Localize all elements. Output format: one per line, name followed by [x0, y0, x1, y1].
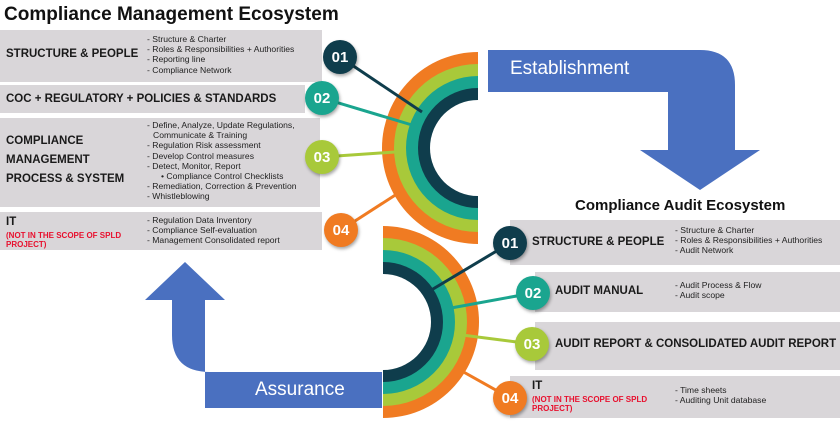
row-heading: IT (NOT IN THE SCOPE OF SPLD PROJECT) — [6, 213, 146, 249]
row-heading: STRUCTURE & PEOPLE — [532, 236, 665, 248]
establishment-label: Establishment — [510, 58, 630, 79]
row-heading: AUDIT MANUAL — [555, 285, 644, 297]
row-items: - Audit Process & Flow - Audit scope — [675, 280, 761, 300]
list-item: - Audit Network — [675, 245, 734, 256]
row-heading: AUDIT REPORT & CONSOLIDATED AUDIT REPORT — [555, 338, 837, 350]
list-item: - Compliance Network — [147, 64, 232, 75]
heading-text: IT — [532, 380, 543, 392]
list-item: • Compliance Control Checklists — [161, 171, 284, 182]
list-item: - Audit Process & Flow — [675, 280, 762, 290]
list-item: - Roles & Responsibilities + Authorities — [147, 44, 295, 55]
audit-badge-02: 02 — [516, 276, 550, 310]
list-item: - Audit scope — [675, 290, 725, 301]
list-item: - Reporting line — [147, 54, 206, 65]
row-heading: COC + REGULATORY + POLICIES & STANDARDS — [6, 93, 277, 105]
row-heading: IT (NOT IN THE SCOPE OF SPLD PROJECT) — [532, 377, 662, 413]
badge-04: 04 — [324, 213, 358, 247]
audit-title: Compliance Audit Ecosystem — [575, 197, 786, 214]
list-item: Communicate & Training — [153, 130, 248, 141]
audit-row-report: AUDIT REPORT & CONSOLIDATED AUDIT REPORT — [535, 322, 840, 370]
mgmt-row-process: COMPLIANCE MANAGEMENT PROCESS & SYSTEM -… — [0, 118, 320, 207]
list-item: - Auditing Unit database — [675, 395, 767, 406]
audit-badge-03: 03 — [515, 327, 549, 361]
heading-line: MANAGEMENT — [6, 154, 90, 166]
list-item: - Roles & Responsibilities + Authorities — [675, 235, 823, 246]
row-items: - Structure & Charter - Roles & Responsi… — [675, 225, 822, 256]
list-item: - Define, Analyze, Update Regulations, — [147, 120, 295, 130]
row-items: - Regulation Data Inventory - Compliance… — [147, 215, 280, 246]
mgmt-row-structure: STRUCTURE & PEOPLE - Structure & Charter… — [0, 30, 322, 82]
audit-row-structure: STRUCTURE & PEOPLE - Structure & Charter… — [510, 220, 840, 265]
heading-line: COMPLIANCE — [6, 135, 84, 147]
badge-03: 03 — [305, 140, 339, 174]
list-item: - Regulation Data Inventory — [147, 215, 252, 225]
audit-badge-04: 04 — [493, 381, 527, 415]
list-item: - Compliance Self-evaluation — [147, 225, 257, 236]
list-item: - Management Consolidated report — [147, 235, 280, 246]
mgmt-row-it: IT (NOT IN THE SCOPE OF SPLD PROJECT) - … — [0, 212, 322, 250]
mgmt-row-policies: COC + REGULATORY + POLICIES & STANDARDS — [0, 85, 305, 113]
list-item: - Regulation Risk assessment — [147, 140, 261, 151]
bottom-half-ring — [383, 226, 479, 418]
list-item: - Whistleblowing — [147, 191, 210, 202]
scope-note: (NOT IN THE SCOPE OF SPLD PROJECT) — [532, 395, 648, 413]
list-item: - Time sheets — [675, 385, 727, 395]
audit-badge-01: 01 — [493, 226, 527, 260]
row-heading: COMPLIANCE MANAGEMENT PROCESS & SYSTEM — [6, 132, 124, 189]
list-item: - Structure & Charter — [147, 34, 227, 44]
scope-note: (NOT IN THE SCOPE OF SPLD PROJECT) — [6, 231, 122, 249]
row-heading: STRUCTURE & PEOPLE — [6, 48, 139, 60]
audit-row-it: IT (NOT IN THE SCOPE OF SPLD PROJECT) - … — [510, 376, 840, 418]
list-item: - Detect, Monitor, Report — [147, 160, 241, 171]
heading-text: IT — [6, 216, 17, 228]
row-items: - Define, Analyze, Update Regulations, C… — [147, 120, 297, 202]
list-item: - Remediation, Correction & Prevention — [147, 181, 297, 192]
management-title: Compliance Management Ecosystem — [4, 4, 339, 25]
top-half-ring — [382, 52, 478, 244]
assurance-arrow — [145, 262, 382, 408]
row-items: - Structure & Charter - Roles & Responsi… — [147, 34, 294, 75]
row-items: - Time sheets - Auditing Unit database — [675, 385, 766, 405]
list-item: - Develop Control measures — [147, 150, 254, 161]
assurance-label: Assurance — [255, 379, 345, 400]
badge-02: 02 — [305, 81, 339, 115]
establishment-arrow — [488, 50, 760, 190]
heading-line: PROCESS & SYSTEM — [6, 173, 125, 185]
audit-row-manual: AUDIT MANUAL - Audit Process & Flow - Au… — [535, 272, 840, 312]
list-item: - Structure & Charter — [675, 225, 755, 235]
badge-01: 01 — [323, 40, 357, 74]
